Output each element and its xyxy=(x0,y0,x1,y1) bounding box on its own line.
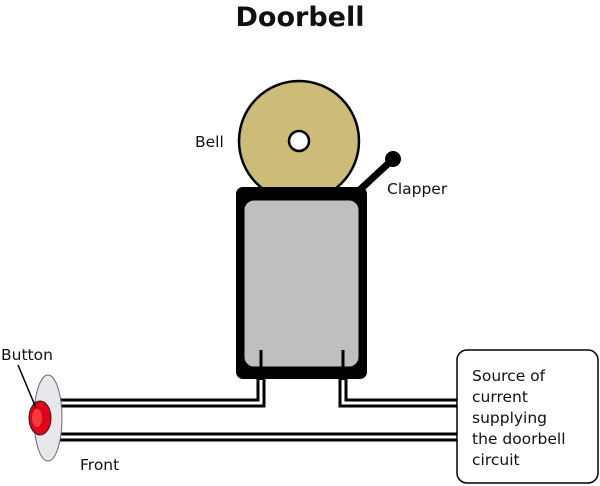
source-box: Source of current supplying the doorbell… xyxy=(456,349,599,484)
push-button xyxy=(28,374,63,462)
source-line-2: current xyxy=(472,388,528,406)
housing-wire-stubs xyxy=(259,366,345,380)
bell xyxy=(237,79,361,203)
button-highlight xyxy=(32,409,42,427)
clapper-ball xyxy=(385,151,401,167)
label-front: Front xyxy=(80,456,119,474)
source-line-4: the doorbell xyxy=(472,430,566,448)
source-line-3: supplying xyxy=(472,409,547,427)
label-bell: Bell xyxy=(195,133,224,151)
diagram-title: Doorbell xyxy=(236,2,365,33)
source-line-5: circuit xyxy=(472,451,520,469)
bell-hole xyxy=(287,129,311,153)
label-clapper: Clapper xyxy=(387,180,448,198)
source-line-1: Source of xyxy=(472,367,546,385)
button-pointer xyxy=(17,364,37,409)
label-button: Button xyxy=(1,346,53,364)
bell-housing xyxy=(236,187,367,379)
